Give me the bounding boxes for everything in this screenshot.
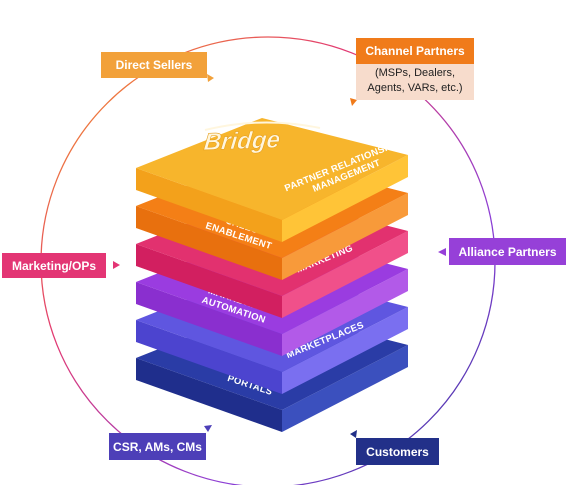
bridge-logo-arc (204, 121, 321, 131)
arrow-head-icon (350, 430, 357, 438)
bridge-logo: Bridge (203, 126, 282, 156)
arrow-head-icon (438, 248, 446, 256)
layer-right-face (282, 345, 408, 432)
layer-right-face (282, 231, 408, 318)
layer-right-face (282, 155, 408, 242)
layer-right-face (282, 307, 408, 394)
layer-left-face (136, 168, 282, 242)
layer-left-face (136, 358, 282, 432)
channel-partners-node[interactable]: Channel Partners (356, 38, 474, 64)
layer-left-face (136, 244, 282, 318)
layer-left-face (136, 206, 282, 280)
layer-right-face (282, 269, 408, 356)
platform-stack: PORTALSMARKETPLACESMARKETINGAUTOMATIONPA… (136, 118, 408, 432)
alliance-partners-node[interactable]: Alliance Partners (449, 238, 566, 265)
direct-sellers-node[interactable]: Direct Sellers (101, 52, 207, 78)
csr-node[interactable]: CSR, AMs, CMs (109, 433, 206, 460)
channel-partners-subtext: (MSPs, Dealers, Agents, VARs, etc.) (356, 64, 474, 100)
layer-right-face (282, 193, 408, 280)
arrow-head-icon (204, 425, 212, 432)
channel-partners-subtext-line: (MSPs, Dealers, (374, 67, 456, 79)
arrow-head-icon (350, 98, 357, 106)
layer-prm: PARTNER RELATIONSHIPMANAGEMENT (136, 118, 408, 242)
arrow-head-icon (113, 261, 120, 269)
layer-left-face (136, 320, 282, 394)
layer-left-face (136, 282, 282, 356)
arrow-head-icon (207, 74, 214, 82)
layer-top-face (136, 118, 408, 220)
channel-partners-subtext-line: Agents, VARs, etc.) (367, 82, 463, 94)
marketing-ops-node[interactable]: Marketing/OPs (2, 253, 106, 278)
customers-node[interactable]: Customers (356, 438, 439, 465)
